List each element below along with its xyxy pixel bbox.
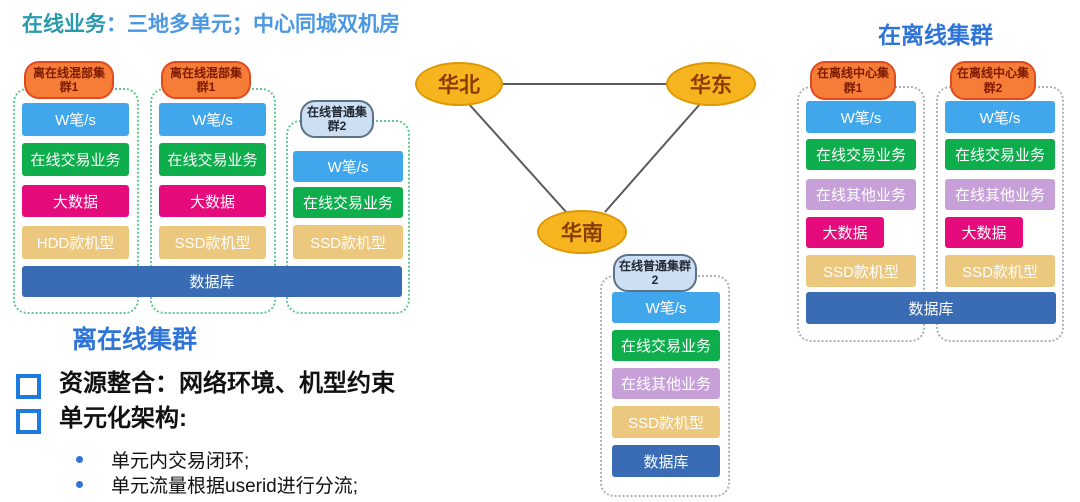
block-database: 数据库	[612, 445, 720, 477]
cluster-badge-online-offline-center-1: 在离线中心集群1	[810, 61, 896, 100]
note-item-unit-architecture: 单元化架构:	[16, 405, 187, 434]
block-online-other: 在线其他业务	[945, 179, 1055, 210]
note-text: 单元化架构:	[59, 405, 187, 432]
block-online-other: 在线其他业务	[806, 179, 916, 210]
block-w-per-s: W笔/s	[945, 101, 1055, 133]
dot-bullet-icon	[76, 481, 83, 488]
cluster-badge-online-offline-center-2: 在离线中心集群2	[950, 61, 1036, 100]
note-item-resource-integration: 资源整合：网络环境、机型约束	[16, 370, 395, 399]
block-big-data: 大数据	[806, 217, 884, 248]
block-w-per-s: W笔/s	[293, 151, 403, 182]
block-ssd-machine: SSD款机型	[293, 225, 403, 259]
cluster-badge-online-normal-left: 在线普通集群2	[300, 100, 374, 138]
title-highlight: 在线业务	[22, 13, 106, 36]
region-node-east: 华东	[666, 62, 756, 106]
block-online-other: 在线其他业务	[612, 368, 720, 399]
block-online-trading: 在线交易业务	[293, 187, 403, 218]
block-w-per-s: W笔/s	[806, 101, 916, 133]
sub-note-text: 单元内交易闭环;	[111, 451, 250, 472]
sub-note-text: 单元流量根据userid进行分流;	[111, 476, 359, 497]
square-bullet-icon	[16, 409, 41, 434]
cluster-badge-offline-mixed-2: 离在线混部集群1	[161, 61, 251, 99]
block-w-per-s: W笔/s	[159, 103, 266, 136]
block-big-data: 大数据	[159, 185, 266, 217]
region-node-south: 华南	[537, 210, 627, 254]
block-big-data: 大数据	[945, 217, 1023, 248]
block-online-trading: 在线交易业务	[159, 143, 266, 176]
block-online-trading: 在线交易业务	[945, 139, 1055, 170]
cluster-badge-online-normal-south: 在线普通集群2	[613, 254, 697, 292]
block-big-data: 大数据	[22, 185, 129, 217]
right-group-title: 在离线集群	[878, 22, 993, 48]
block-w-per-s: W笔/s	[612, 292, 720, 323]
note-text: 资源整合：网络环境、机型约束	[59, 370, 395, 397]
square-bullet-icon	[16, 374, 41, 399]
block-online-trading: 在线交易业务	[806, 139, 916, 170]
dot-bullet-icon	[76, 456, 83, 463]
block-hdd-machine: HDD款机型	[22, 226, 129, 259]
block-online-trading: 在线交易业务	[22, 143, 129, 176]
note-sub-item-closed-loop: 单元内交易闭环;	[76, 446, 249, 473]
block-w-per-s: W笔/s	[22, 103, 129, 136]
block-ssd-machine: SSD款机型	[159, 226, 266, 259]
cluster-badge-offline-mixed-1: 离在线混部集群1	[24, 61, 114, 99]
title-rest: ：三地多单元；中心同城双机房	[106, 13, 400, 36]
region-node-north: 华北	[415, 62, 503, 106]
block-database-shared-right: 数据库	[806, 292, 1056, 324]
left-group-label: 离在线集群	[72, 326, 198, 354]
block-ssd-machine: SSD款机型	[806, 255, 916, 287]
block-ssd-machine: SSD款机型	[612, 406, 720, 438]
page-title: 在线业务：三地多单元；中心同城双机房	[22, 8, 400, 38]
block-online-trading: 在线交易业务	[612, 330, 720, 361]
block-database-shared-left: 数据库	[22, 266, 402, 297]
block-ssd-machine: SSD款机型	[945, 255, 1055, 287]
note-sub-item-userid-routing: 单元流量根据userid进行分流;	[76, 471, 358, 498]
